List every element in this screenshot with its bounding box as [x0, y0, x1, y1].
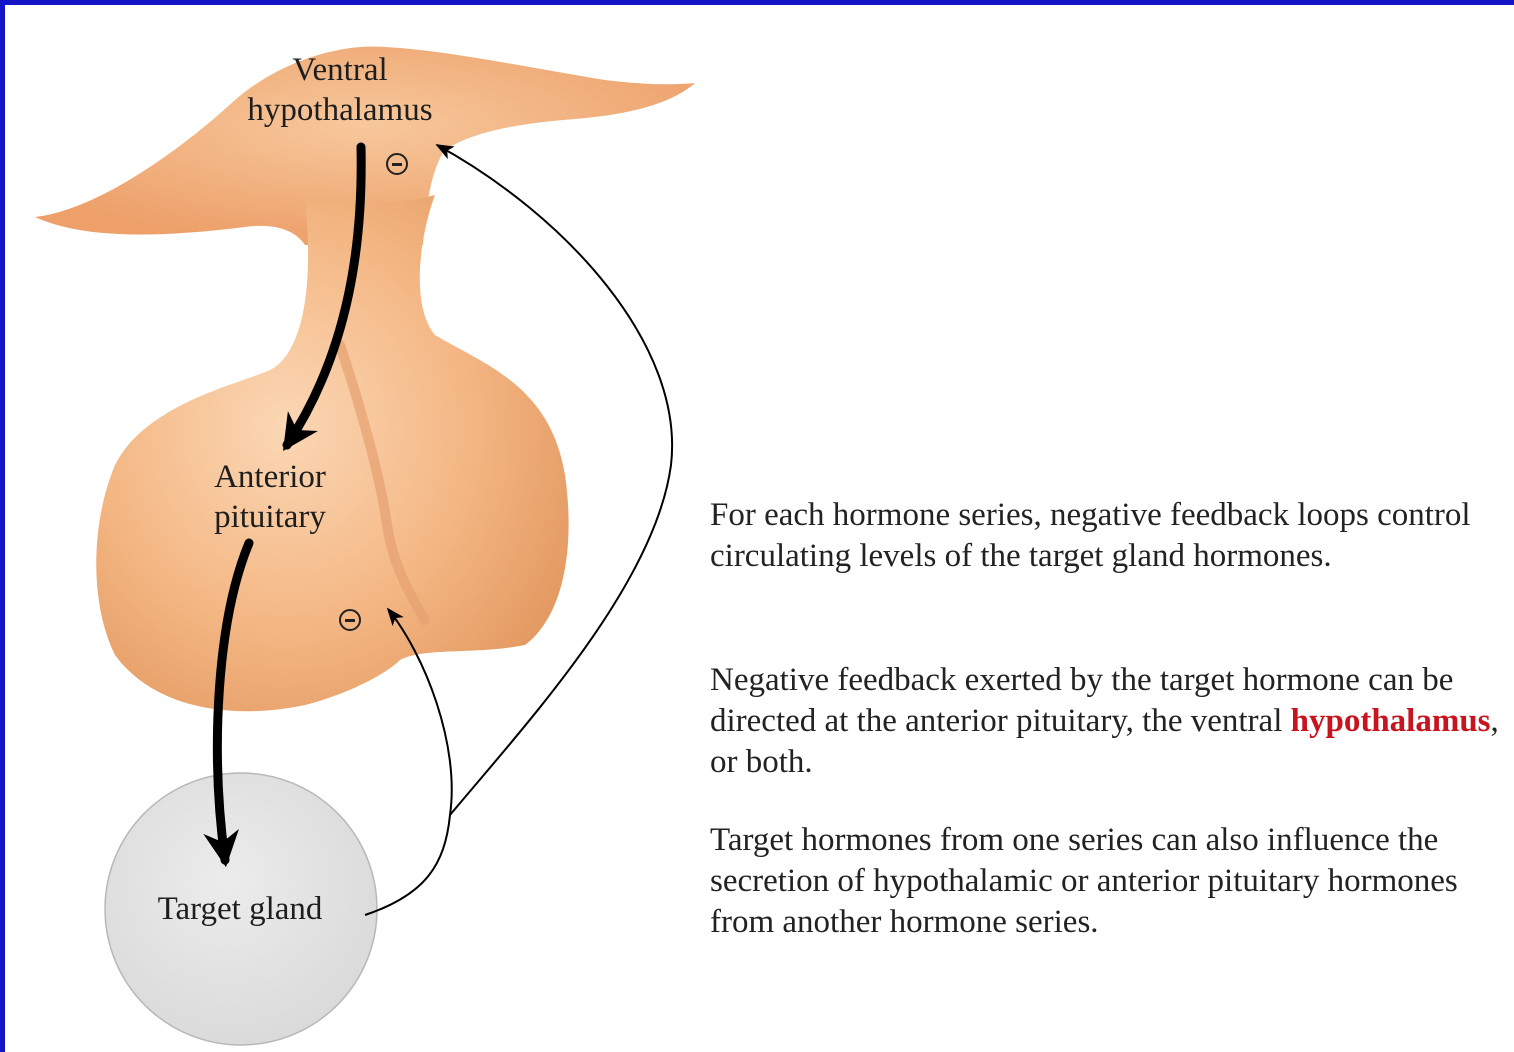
- anterior-pituitary-label: Anterior pituitary: [185, 457, 355, 537]
- minus-circle-icon: [386, 153, 408, 175]
- pituitary-label-line1: Anterior: [185, 457, 355, 497]
- hypothalamus-highlight: hypothalamus: [1291, 703, 1491, 739]
- hypothalamus-label-line1: Ventral: [225, 50, 455, 90]
- pituitary-label-line2: pituitary: [185, 497, 355, 537]
- slide-canvas: Ventral hypothalamus Anterior pituitary …: [5, 5, 1514, 1052]
- minus-circle-icon: [339, 609, 361, 631]
- hypothalamus-label-line2: hypothalamus: [225, 90, 455, 130]
- description-paragraph-3: Target hormones from one series can also…: [710, 820, 1510, 943]
- description-paragraph-1: For each hormone series, negative feedba…: [710, 495, 1510, 577]
- target-gland-label: Target gland: [125, 889, 355, 929]
- ventral-hypothalamus-label: Ventral hypothalamus: [225, 50, 455, 130]
- description-paragraph-2: Negative feedback exerted by the target …: [710, 660, 1510, 783]
- pituitary-tissue: [96, 195, 568, 711]
